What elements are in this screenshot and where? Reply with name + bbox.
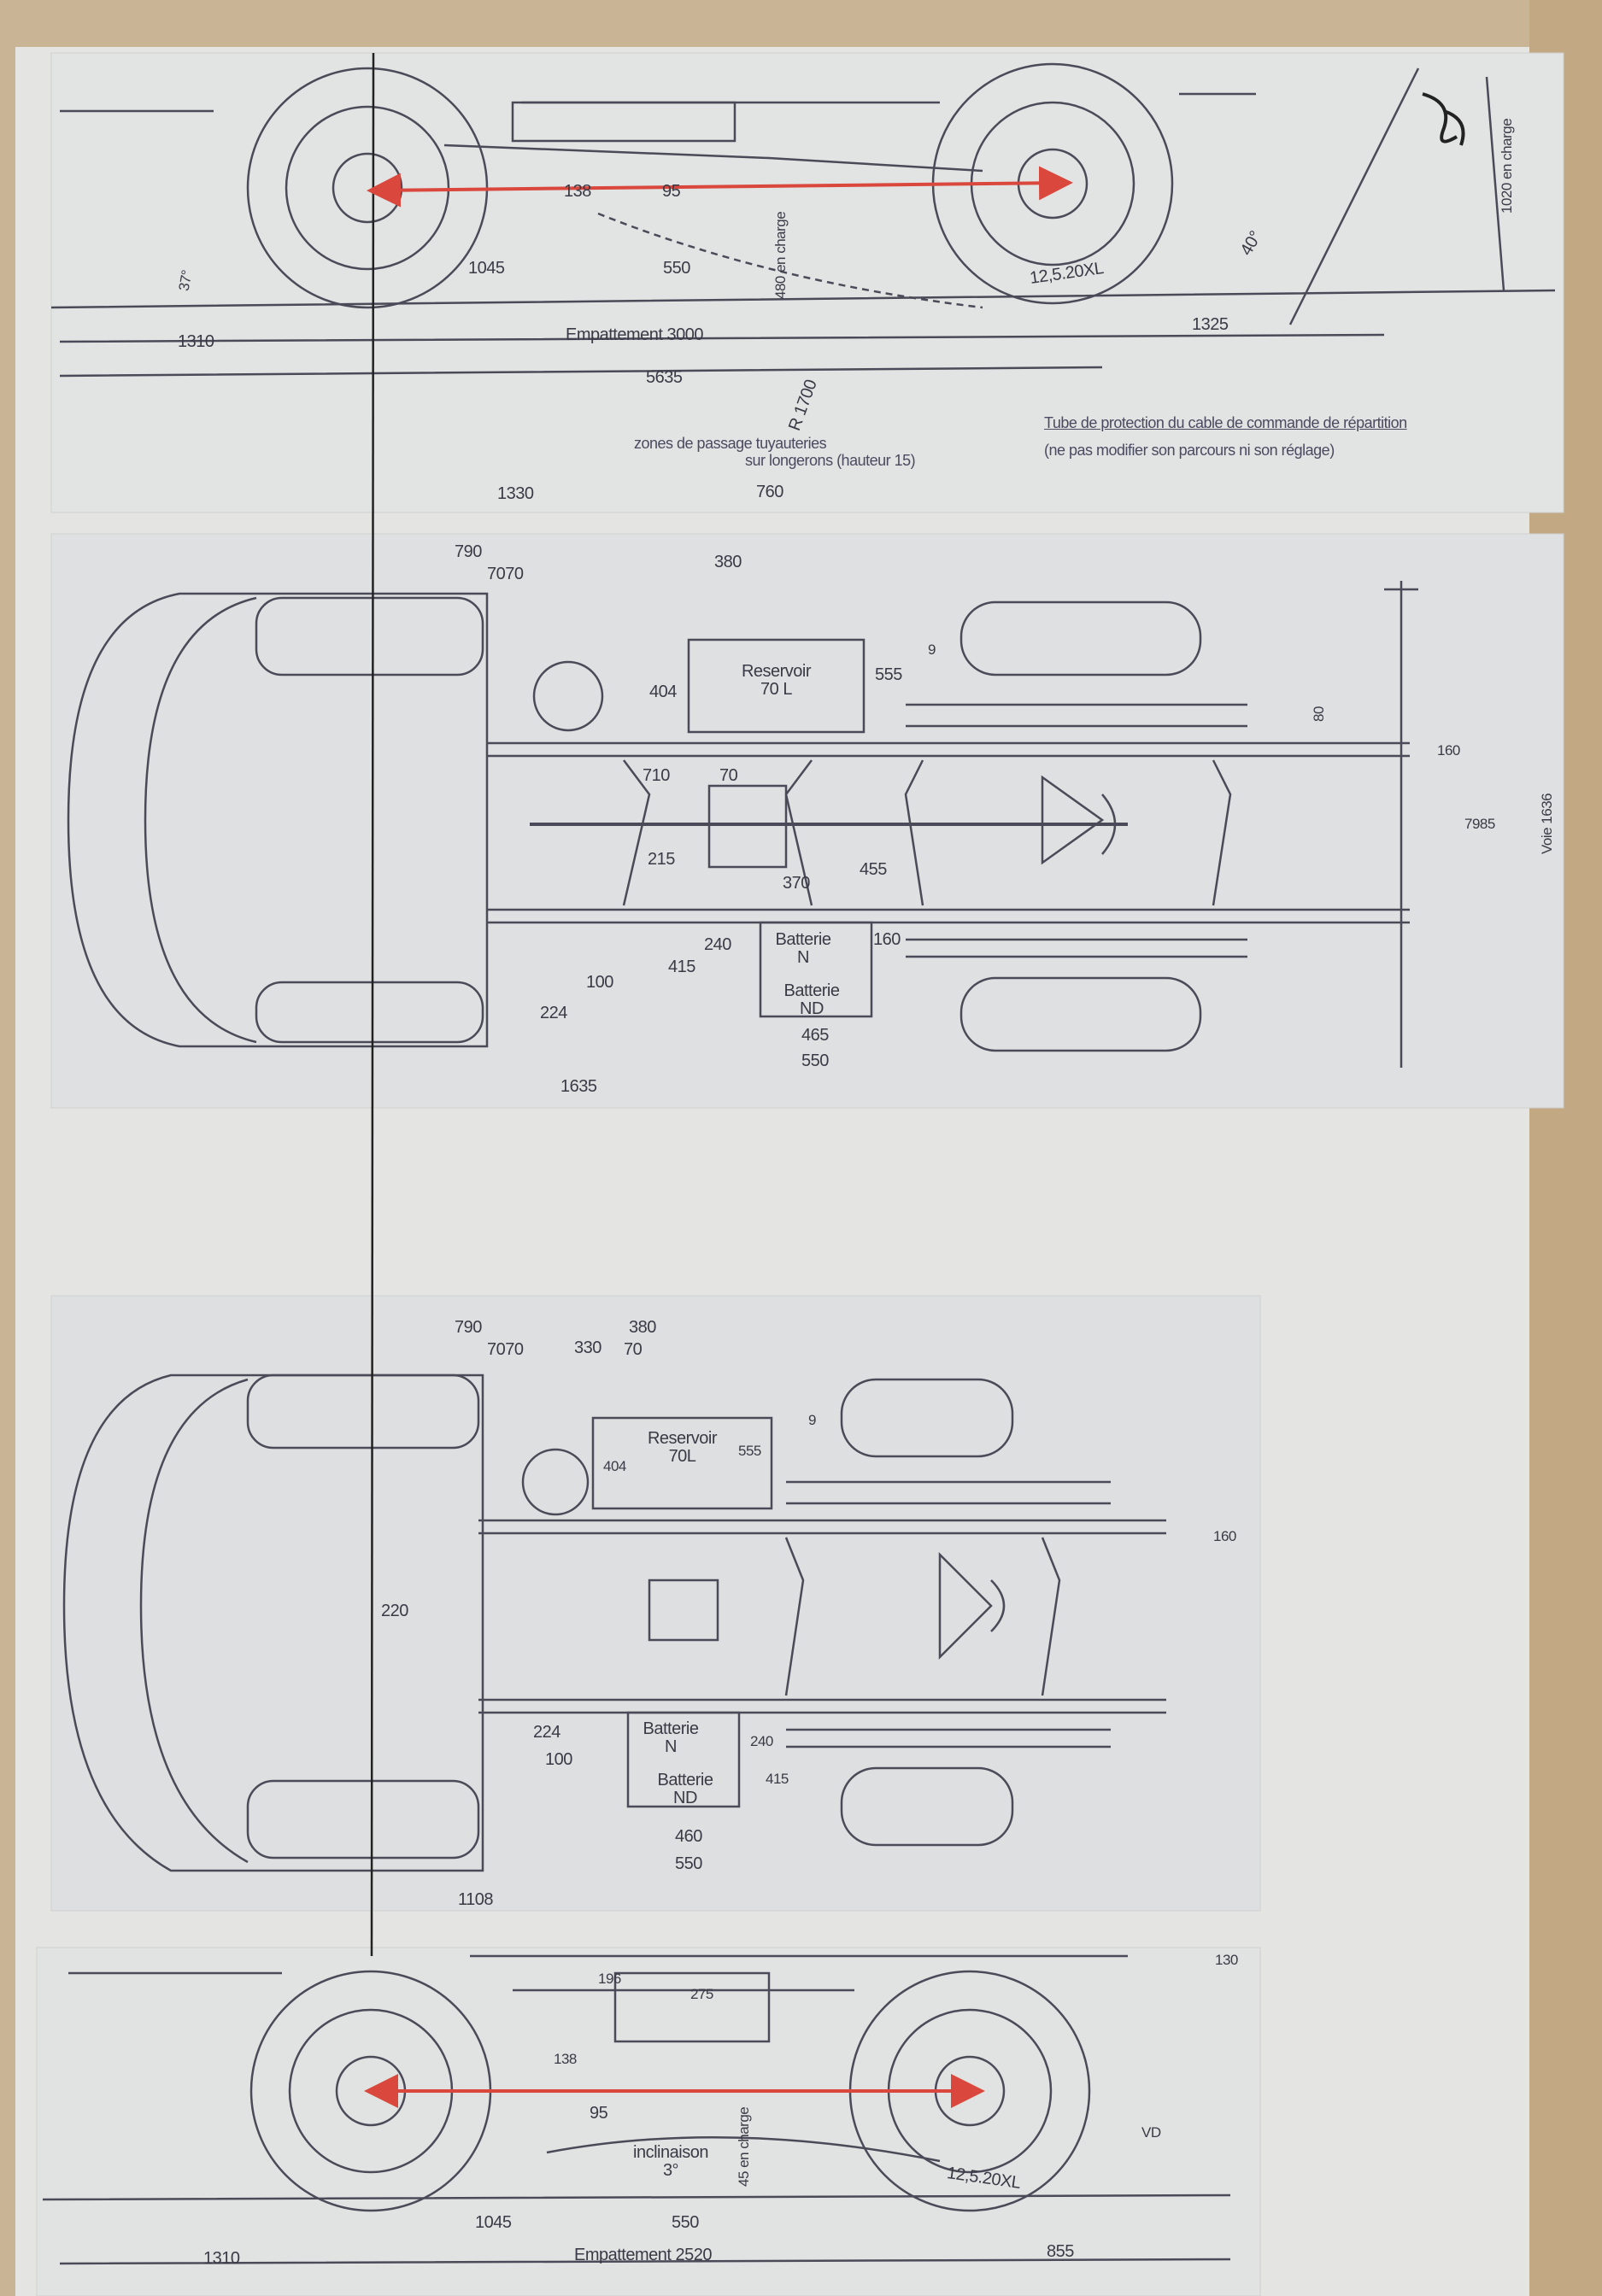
panel-top-view-2520 <box>50 1295 1261 1912</box>
track-width-1636: Voie 1636 <box>1539 793 1555 854</box>
battery-nd-type: ND <box>673 1789 697 1807</box>
dim-415: 415 <box>668 958 695 976</box>
dim-380: 380 <box>629 1318 656 1337</box>
dim-710: 710 <box>643 766 670 785</box>
signature-mark <box>1422 92 1465 146</box>
wheelbase-3000: Empattement 3000 <box>566 325 704 344</box>
dim-1020-en-charge: 1020 en charge <box>1499 118 1515 214</box>
dim-1310: 1310 <box>203 2249 240 2268</box>
dim-404: 404 <box>649 682 677 701</box>
dim-1310: 1310 <box>178 332 214 351</box>
reservoir-name: Reservoir <box>741 662 812 681</box>
top-view-2520-drawing <box>62 1374 1166 1872</box>
dim-1045: 1045 <box>475 2213 512 2232</box>
dim-45-en-charge: 45 en charge <box>736 2106 752 2187</box>
dim-7985: 7985 <box>1464 816 1495 832</box>
dim-224: 224 <box>540 1004 567 1022</box>
dim-138: 138 <box>554 2051 577 2067</box>
note-zones-line2: sur longerons (hauteur 15) <box>745 452 916 469</box>
dim-460: 460 <box>675 1827 702 1846</box>
dim-760: 760 <box>756 483 783 501</box>
dim-100: 100 <box>545 1750 572 1769</box>
dim-550: 550 <box>663 259 690 278</box>
note-zones-line1: zones de passage tuyauteries <box>634 435 827 452</box>
panel-top-view-3000 <box>50 533 1564 1109</box>
dim-370: 370 <box>783 874 810 893</box>
dim-9: 9 <box>928 641 936 658</box>
battery-nd-type: ND <box>800 999 824 1018</box>
dim-855: 855 <box>1047 2242 1074 2261</box>
dim-555: 555 <box>738 1443 761 1459</box>
battery-n-type: N <box>797 948 809 967</box>
dim-215: 215 <box>648 850 675 869</box>
inclination-text: inclinaison <box>633 2143 708 2162</box>
dim-130: 130 <box>1215 1952 1238 1968</box>
dim-790: 790 <box>455 1318 482 1337</box>
dim-70: 70 <box>624 1340 643 1359</box>
dim-95: 95 <box>590 2104 608 2123</box>
dim-275: 275 <box>690 1986 713 2002</box>
dim-415: 415 <box>766 1771 789 1787</box>
battery-n-type: N <box>665 1737 677 1756</box>
battery-n-name: Batterie <box>643 1719 699 1738</box>
dim-7070: 7070 <box>487 565 524 583</box>
dim-240: 240 <box>704 935 731 954</box>
dim-196: 196 <box>598 1971 621 1987</box>
inclination-value: 3° <box>662 2161 679 2180</box>
note-tube-line1: Tube de protection du cable de commande … <box>1044 414 1407 431</box>
dim-480-en-charge: 480 en charge <box>772 211 789 299</box>
dim-404: 404 <box>603 1458 626 1474</box>
dim-790: 790 <box>455 542 482 561</box>
panel-side-view-2520 <box>36 1947 1261 2296</box>
top-view-3000-drawing <box>67 581 1418 1068</box>
dim-550: 550 <box>675 1854 702 1873</box>
reference-line <box>370 52 375 1957</box>
wheelbase-2520: Empattement 2520 <box>574 2246 713 2264</box>
reservoir-capacity: 70 L <box>760 680 792 699</box>
dim-95: 95 <box>662 182 681 201</box>
dim-70: 70 <box>719 766 738 785</box>
dim-550: 550 <box>801 1051 829 1070</box>
dim-330: 330 <box>574 1338 601 1357</box>
dim-100: 100 <box>586 973 613 992</box>
wheelbase-arrow-3000 <box>367 166 1073 208</box>
dim-555: 555 <box>875 665 902 684</box>
dim-1045: 1045 <box>468 259 505 278</box>
dim-1635: 1635 <box>560 1077 597 1096</box>
reservoir-capacity: 70L <box>668 1447 696 1466</box>
dim-465: 465 <box>801 1026 829 1045</box>
dim-138: 138 <box>564 182 591 201</box>
dim-220: 220 <box>381 1602 408 1620</box>
dim-1325: 1325 <box>1192 315 1229 334</box>
dim-1108: 1108 <box>458 1890 494 1909</box>
dim-160: 160 <box>1213 1528 1236 1544</box>
note-tube-line2: (ne pas modifier son parcours ni son rég… <box>1044 442 1335 459</box>
dim-5635: 5635 <box>646 368 683 387</box>
dim-1330: 1330 <box>497 484 534 503</box>
dim-80: 80 <box>1311 706 1327 722</box>
dim-9: 9 <box>808 1412 816 1428</box>
dim-380: 380 <box>714 553 742 571</box>
dim-550: 550 <box>672 2213 699 2232</box>
dim-160-b: 160 <box>1437 742 1460 758</box>
dim-7070: 7070 <box>487 1340 524 1359</box>
reservoir-name: Reservoir <box>647 1429 718 1448</box>
vd-label: VD <box>1141 2124 1161 2141</box>
dim-240: 240 <box>750 1733 773 1749</box>
dim-455: 455 <box>860 860 887 879</box>
angle-37: 37° <box>175 268 196 293</box>
battery-nd-name: Batterie <box>657 1771 713 1789</box>
dim-160-a: 160 <box>873 930 901 949</box>
battery-n-name: Batterie <box>775 930 831 949</box>
battery-nd-name: Batterie <box>783 981 840 1000</box>
dim-224: 224 <box>533 1723 560 1742</box>
